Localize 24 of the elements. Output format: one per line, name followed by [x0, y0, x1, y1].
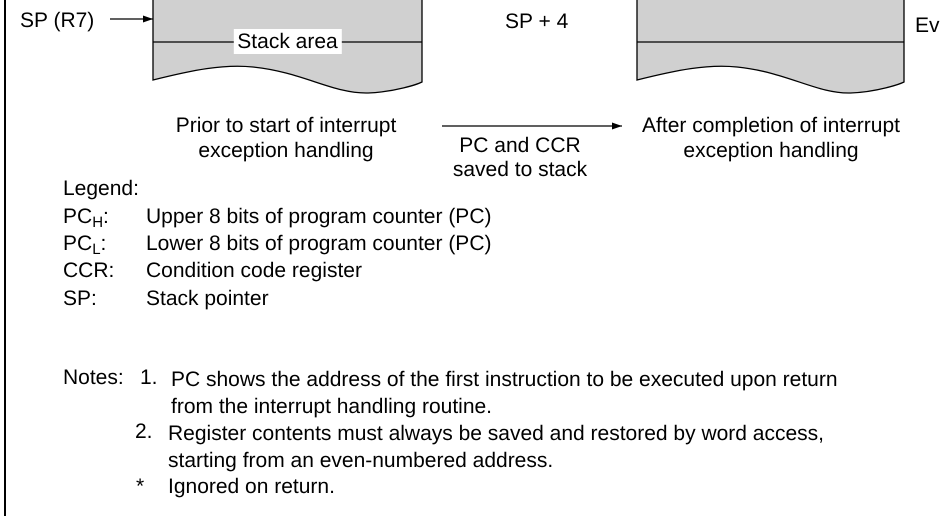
- note-number: 2.: [135, 420, 154, 443]
- pointer-label: SP (R7): [20, 8, 96, 33]
- state-caption: Prior to start of interrupt exception handling: [174, 113, 398, 163]
- abbreviation: PC$_{L}$:: [63, 232, 108, 255]
- abbreviation-definition: Stack pointer: [146, 287, 270, 310]
- arrow: [110, 16, 153, 22]
- note-text: PC shows the address of the first instruction to be executed upon return from the interrupt handling routine.: [171, 367, 839, 420]
- note-text: Ignored on return.: [168, 475, 336, 498]
- abbreviation-definition: Lower 8 bits of program counter (PC): [146, 232, 492, 255]
- stack-label: Stack area: [233, 29, 342, 54]
- arrow: [442, 122, 622, 130]
- abbreviation-definition: Upper 8 bits of program counter (PC): [146, 205, 492, 228]
- state-caption: After completion of interrupt exception handling: [641, 113, 901, 163]
- abbreviation: CCR:: [63, 259, 116, 282]
- abbreviation-definition: Condition code register: [146, 259, 363, 282]
- note-number: 1.: [140, 366, 159, 389]
- address-label: SP + 4: [505, 10, 570, 33]
- abbreviation: SP:: [63, 287, 98, 310]
- note-text: Register contents must always be saved and restored by word access, starting from an even-numbered address.: [168, 421, 825, 474]
- legend-heading: Legend:: [63, 177, 140, 200]
- address-label: Ev: [915, 13, 940, 38]
- note-marker: *: [136, 475, 146, 498]
- abbreviation: PC$_{H}$:: [63, 205, 110, 228]
- notes-heading: Notes:: [63, 366, 125, 389]
